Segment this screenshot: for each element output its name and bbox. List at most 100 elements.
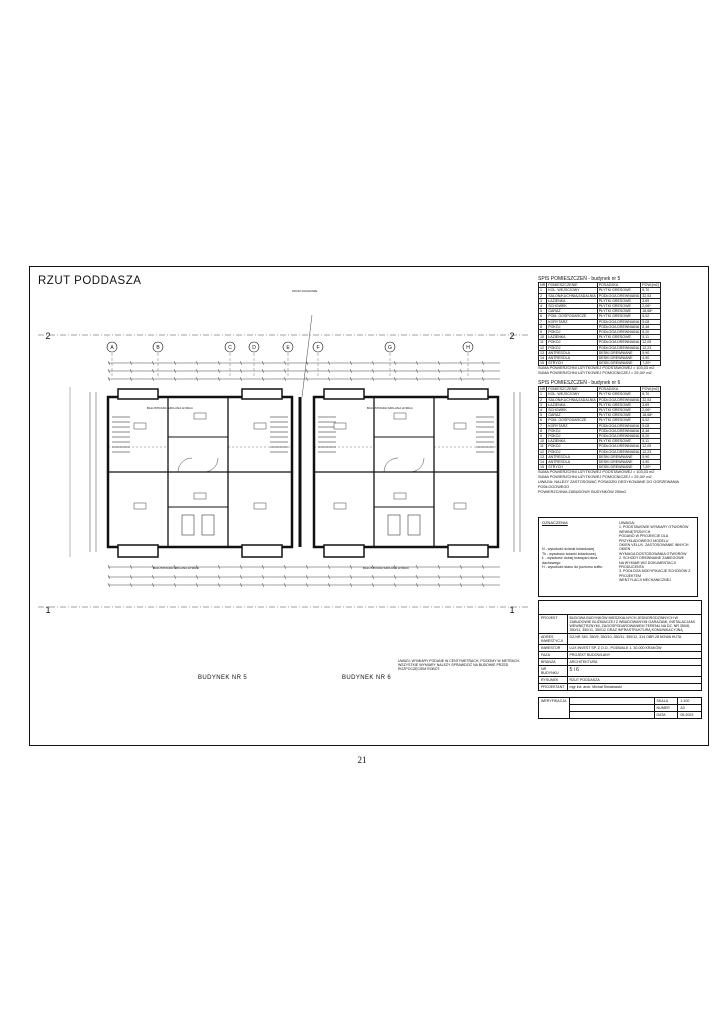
drawing-text: RZUT PODDASZA xyxy=(566,676,702,684)
address-text: DZ.NR 349, 350/9, 350/10, 350/11, 350/12… xyxy=(566,633,702,645)
table-cell: KOL. WEJSCIOWY xyxy=(546,391,598,398)
axis-bubble xyxy=(384,341,396,353)
legend-item: H - wysokość stanu do poziomu sufitu xyxy=(542,565,603,570)
dimension-tick xyxy=(459,376,463,382)
door-swing xyxy=(383,457,399,473)
table-cell: 12 xyxy=(537,344,548,351)
dimension-tick xyxy=(481,582,485,588)
dimension-tick xyxy=(283,376,287,382)
dimension-tick xyxy=(305,368,309,374)
building-label: NR BUDYNKU xyxy=(538,665,568,677)
investor-label: INWESTOR xyxy=(538,644,568,652)
sheet-title: RZUT PODDASZA xyxy=(38,275,142,287)
dimension-tick xyxy=(195,574,199,580)
dimension-tick xyxy=(261,564,265,570)
dimension-tick xyxy=(393,564,397,570)
dimension-tick xyxy=(481,376,485,382)
table-cell: 11 xyxy=(537,339,548,346)
balcony xyxy=(117,544,159,558)
table-cell: 14 xyxy=(537,459,548,466)
room-tag xyxy=(333,422,347,430)
dimension-tick xyxy=(217,574,221,580)
dimension-tick xyxy=(151,574,155,580)
dimension-tick xyxy=(371,368,375,374)
notes-title: UWAGA: xyxy=(619,520,636,525)
dimension-tick xyxy=(415,360,419,366)
room-tag xyxy=(453,502,467,510)
table-header-cell: NR xyxy=(537,386,548,393)
dimension-tick xyxy=(129,582,133,588)
table-cell: STRYCH xyxy=(546,360,598,367)
dimension-tick xyxy=(327,564,331,570)
dimension-tick xyxy=(195,368,199,374)
table-cell: 7,20* xyxy=(640,360,661,367)
table-cell: 18,68* xyxy=(640,308,661,315)
table-cell: 12,05 xyxy=(640,443,661,450)
table-cell: 7,20* xyxy=(640,464,661,471)
dimension-tick xyxy=(239,376,243,382)
table-cell: PODŁOGA DREWNIANA xyxy=(596,427,642,435)
dimension-tick xyxy=(459,368,463,374)
dimension-tick xyxy=(283,564,287,570)
sum-primary: SUMA POWIERZCHNI UŻYTKOWEJ PODSTAWOWEJ =… xyxy=(538,366,655,371)
note-line: WENTYLACJI MECHANICZNEJ xyxy=(619,578,671,583)
dimension-tick xyxy=(415,368,419,374)
dimension-tick xyxy=(327,574,331,580)
legend-symbols: OZNACZENIA N - wysokość ścianki kolankow… xyxy=(542,520,612,569)
legend-item: Ł - wysokość dolnej krawędzi okna dachow… xyxy=(542,556,598,565)
dimension-tick xyxy=(305,376,309,382)
dimension-tick xyxy=(437,376,441,382)
sum-auxiliary: SUMA POWIERZCHNI UŻYTKOWEJ POMOCNICZEJ =… xyxy=(538,371,652,376)
dimension-tick xyxy=(459,360,463,366)
dimension-tick xyxy=(327,360,331,366)
room-tag xyxy=(253,502,267,510)
note-line: 3. PODŁOGA MODYFIKACJE SCHODÓW Z PROJEKT… xyxy=(619,569,691,578)
branch-text: ARCHITEKTURA xyxy=(566,658,702,666)
scale-label: SKALA xyxy=(653,697,679,705)
building-text: 5 i 6 xyxy=(566,665,702,677)
axis-bubble xyxy=(282,341,294,353)
table-cell: 12,23 xyxy=(640,448,661,455)
dimension-tick xyxy=(173,376,177,382)
table-cell: PODŁOGA DREWNIANA xyxy=(596,443,642,450)
dimension-tick xyxy=(437,360,441,366)
axis-label: H xyxy=(466,345,470,351)
dimension-tick xyxy=(283,360,287,366)
dimension-tick xyxy=(393,368,397,374)
dimension-tick xyxy=(393,574,397,580)
room-tag xyxy=(193,412,207,420)
legend-title: OZNACZENIA xyxy=(542,520,568,525)
dimension-tick xyxy=(107,564,111,570)
note-line: OKIEN VELUX. ZASTOSOWANIE INNYCH OKIEN xyxy=(619,543,689,552)
legend-item: Tk - wysokość ścianki kolankowej xyxy=(542,551,596,556)
leader-line xyxy=(301,314,313,398)
window-callout: OKNO DACHOWE xyxy=(292,289,318,293)
dimension-tick xyxy=(129,574,133,580)
table-header-cell: POMIESZCZENIE xyxy=(546,282,598,289)
dimension-tick xyxy=(239,582,243,588)
dimension-tick xyxy=(437,574,441,580)
dimension-tick xyxy=(261,376,265,382)
dimension-tick xyxy=(437,582,441,588)
note-line: PODANO W PROJEKCIE DLA PRZYKŁADOWEGO MOD… xyxy=(619,534,669,543)
dimension-tick xyxy=(371,582,375,588)
axis-label: G xyxy=(388,345,392,351)
table-cell: SALON/KUCHNIA/JADALNIA xyxy=(546,396,598,403)
room-table-caption: SPIS POMIESZCZEŃ - budynek nr 5 xyxy=(538,276,621,282)
axis-label: D xyxy=(252,345,256,351)
dimension-tick xyxy=(349,360,353,366)
dimension-tick xyxy=(107,574,111,580)
